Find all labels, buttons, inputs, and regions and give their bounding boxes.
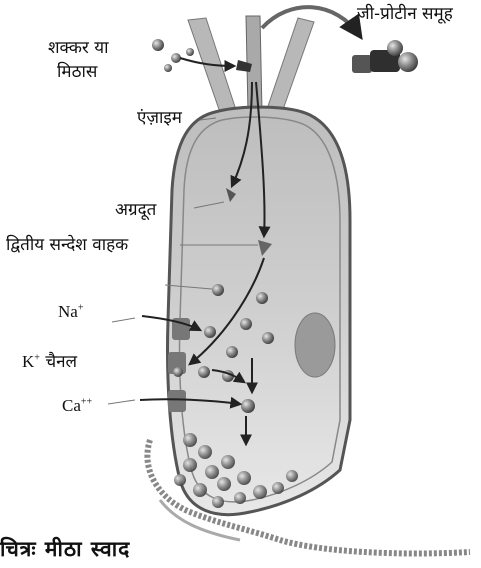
sugar-label-line1: शक्कर या [48, 38, 109, 58]
sodium-symbol: Na [58, 302, 78, 321]
calcium-label: Ca++ [62, 396, 92, 416]
potassium-channel-label: K+ चैनल [22, 352, 77, 372]
figure-caption: चित्रः मीठा स्वाद [0, 535, 130, 563]
potassium-channel-text: चैनल [45, 352, 77, 372]
messenger-label: अग्रदूत [115, 200, 156, 220]
taste-cell [168, 107, 351, 515]
calcium-symbol: Ca [62, 396, 81, 415]
calcium-charge: ++ [81, 396, 92, 407]
enzyme-label: एंज़ाइम [137, 108, 182, 128]
g-protein-complex-icon [352, 40, 418, 73]
sodium-label: Na+ [58, 302, 83, 322]
potassium-symbol: K [22, 352, 34, 371]
second-messenger-label: द्वितीय सन्देश वाहक [6, 235, 128, 255]
g-protein-label: जी-प्रोटीन समूह [357, 4, 453, 24]
sugar-molecules [152, 39, 194, 72]
potassium-charge: + [34, 352, 40, 363]
nucleus [295, 313, 335, 377]
sodium-charge: + [78, 302, 84, 313]
sugar-label-line2: मिठास [57, 62, 97, 82]
